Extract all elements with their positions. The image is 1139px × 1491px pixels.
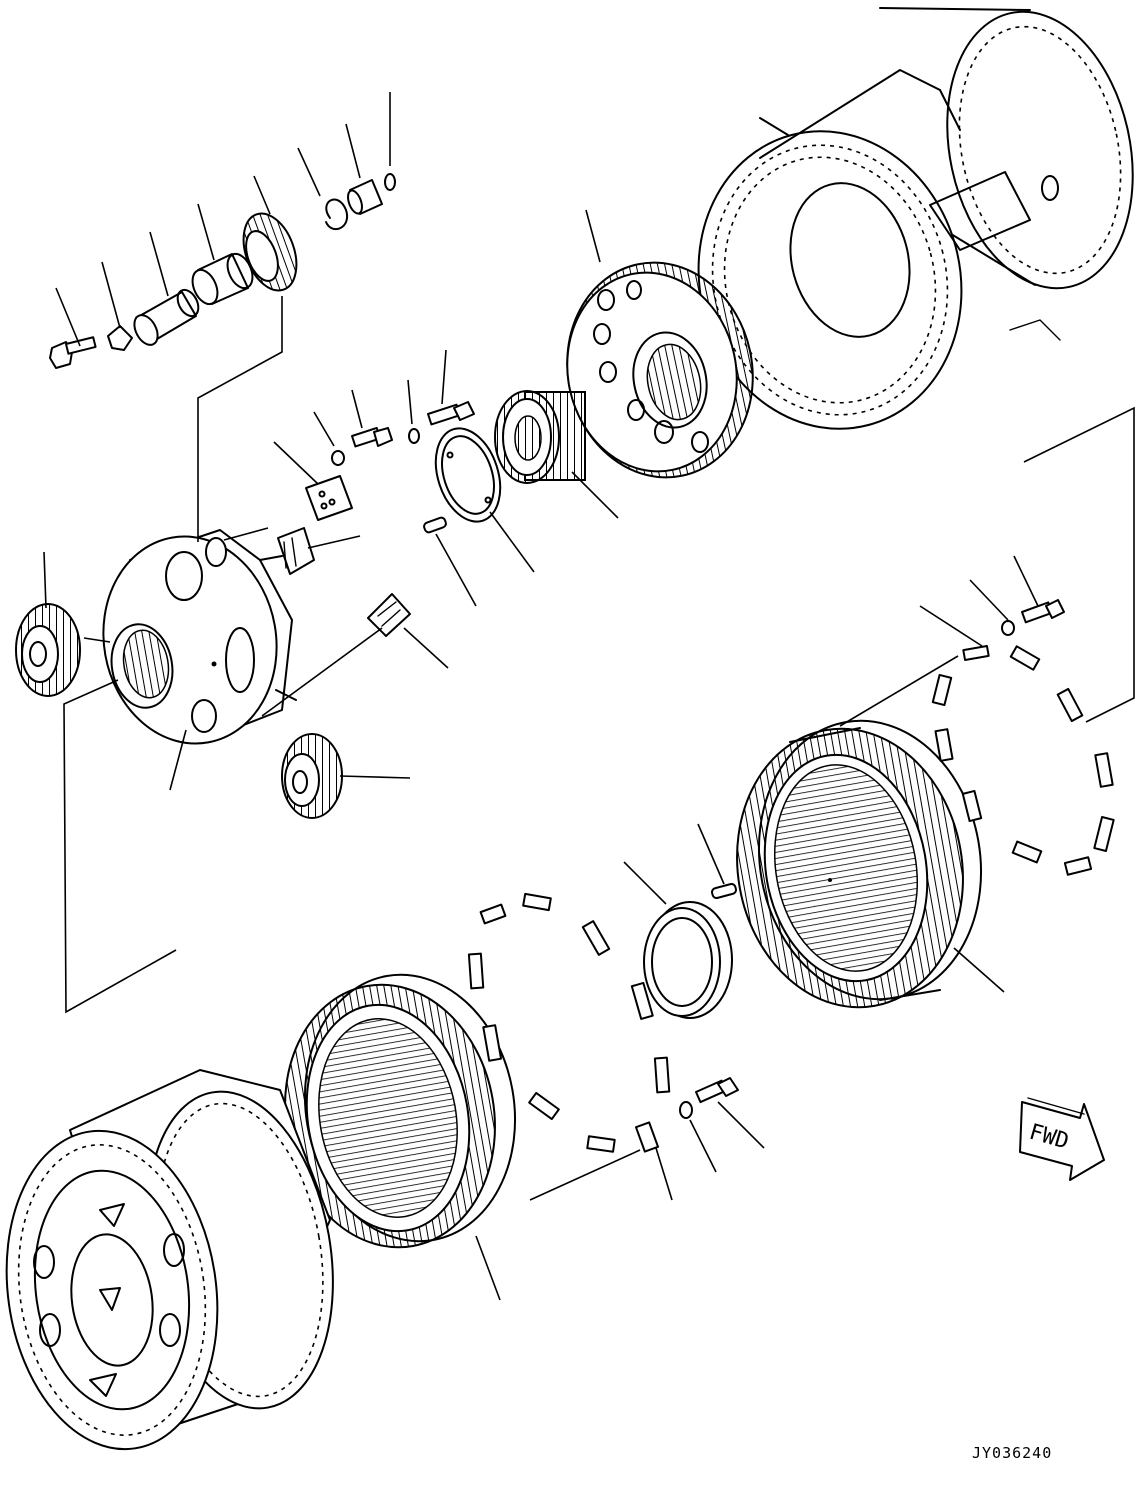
shims-right — [933, 646, 1114, 875]
shims-left — [469, 894, 669, 1152]
seal-ring — [644, 902, 732, 1018]
spacer-ring — [345, 180, 382, 215]
leader-lines — [44, 92, 1134, 1300]
planet-gear-3 — [282, 734, 342, 818]
planet-gear-2 — [16, 604, 80, 696]
planet-carrier — [87, 523, 296, 758]
bracket-1 — [278, 528, 314, 574]
washer-small-3 — [409, 429, 419, 443]
retainer-plate — [306, 476, 352, 520]
washer-small-1 — [385, 174, 395, 190]
ring-gear-right — [715, 703, 1002, 1025]
wheel-hub — [0, 1070, 356, 1463]
dowel-pin — [423, 517, 447, 534]
bracket-2 — [368, 594, 410, 636]
pin-right — [711, 883, 737, 899]
planet-gear-1 — [234, 206, 306, 298]
wheel-housing — [666, 0, 1139, 459]
washer-small-5 — [680, 1102, 692, 1118]
sun-gear — [495, 391, 585, 483]
fwd-arrow-icon: FWD — [1020, 1098, 1104, 1180]
bolt-4 — [1022, 600, 1064, 622]
bearing-1 — [188, 250, 258, 308]
bolt-2 — [352, 428, 392, 446]
snap-ring — [326, 200, 347, 230]
bolt-5 — [696, 1078, 738, 1102]
planet-carrier-ring-gear — [548, 245, 773, 495]
drawing-code-label: JY036240 — [972, 1444, 1053, 1462]
thrust-plate — [425, 420, 512, 530]
shaft — [130, 286, 203, 348]
bolt-1 — [50, 337, 96, 368]
washer-small-4 — [1002, 621, 1014, 635]
lock-plate — [108, 326, 132, 350]
washer-small-2 — [332, 451, 344, 465]
bolt-3 — [428, 402, 474, 424]
